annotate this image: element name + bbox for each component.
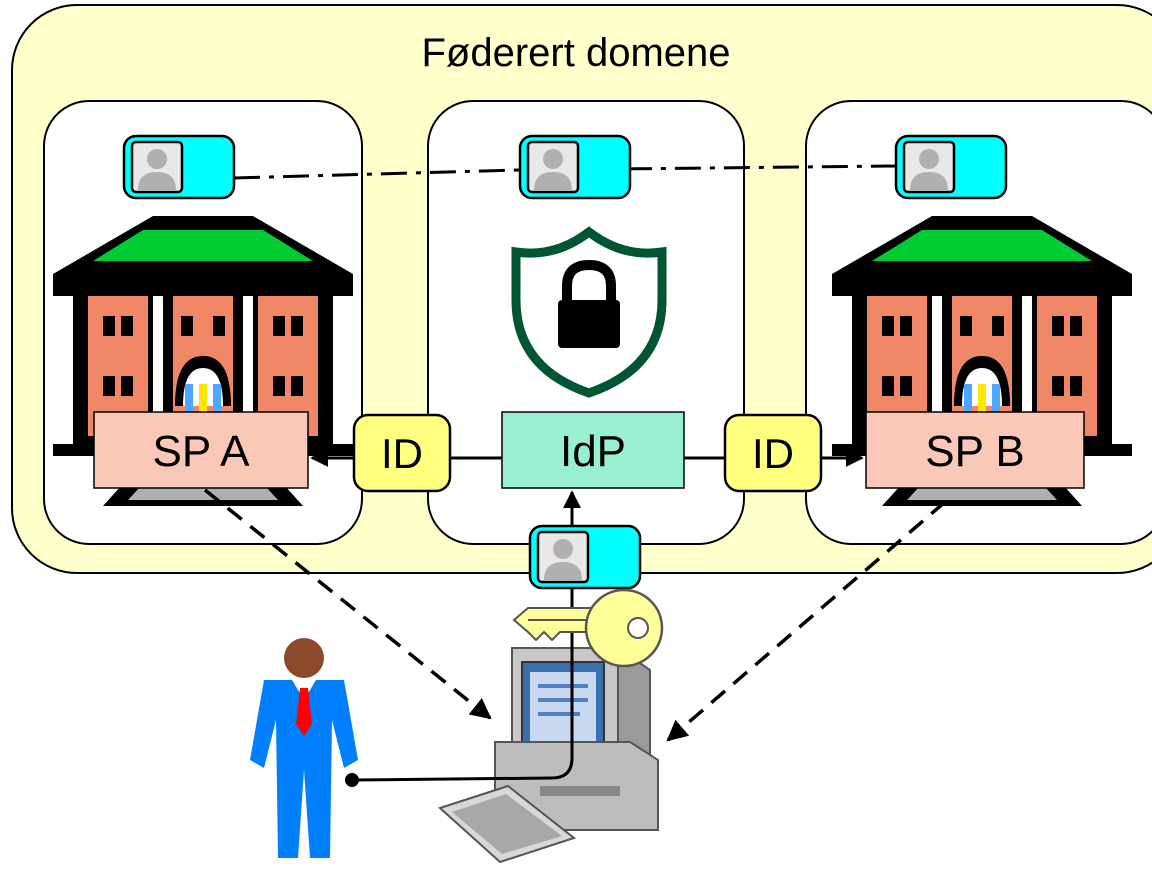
identity-card-icon xyxy=(122,134,236,200)
sp-a-label: SP A xyxy=(152,427,250,476)
sp-a-to-computer-dashed-arrow xyxy=(203,488,492,720)
domain-title: Føderert domene xyxy=(421,31,730,75)
user-connection-dot xyxy=(345,773,359,787)
id-token-left-label: ID xyxy=(381,430,423,477)
idp-node: IdP xyxy=(501,411,685,489)
id-token-left: ID xyxy=(352,413,452,493)
sp-b-to-computer-dashed-arrow xyxy=(666,500,947,742)
computer-icon xyxy=(438,646,659,864)
shield-lock-icon xyxy=(511,226,667,398)
user-login-line xyxy=(353,560,574,782)
id-token-right: ID xyxy=(723,413,823,493)
sp-b-node: SP B xyxy=(865,411,1085,489)
sp-b-label: SP B xyxy=(925,427,1024,476)
identity-card-icon xyxy=(528,524,642,590)
identity-card-icon xyxy=(894,134,1008,200)
id-token-right-label: ID xyxy=(752,430,794,477)
sp-a-node: SP A xyxy=(93,411,309,489)
key-icon xyxy=(512,588,664,668)
identity-card-icon xyxy=(518,134,632,200)
idp-label: IdP xyxy=(560,427,626,476)
user-icon xyxy=(250,638,358,858)
